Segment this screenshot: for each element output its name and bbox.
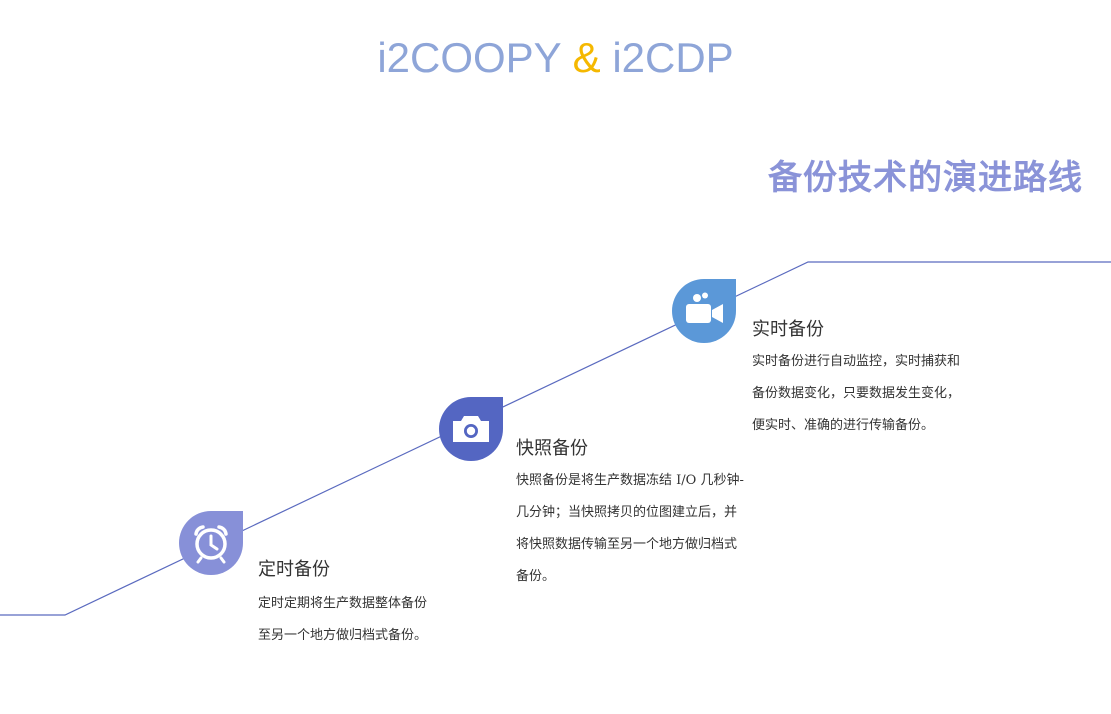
step2-description: 快照备份是将生产数据冻结 I/O 几秒钟- 几分钟；当快照拷贝的位图建立后，并 … xyxy=(516,465,744,593)
brand-name-part1: i2COOPY xyxy=(377,34,561,81)
timeline-path xyxy=(0,261,1111,616)
step3-desc-line: 便实时、准确的进行传输备份。 xyxy=(752,418,935,433)
step2-title: 快照备份 xyxy=(516,438,588,459)
brand-name-part2: i2CDP xyxy=(612,34,734,81)
step1-icon-badge xyxy=(179,511,243,575)
step3-desc-line: 备份数据变化，只要数据发生变化， xyxy=(752,386,961,401)
step3-desc-line: 实时备份进行自动监控，实时捕获和 xyxy=(752,354,961,369)
video-camera-icon xyxy=(672,279,736,343)
section-heading: 备份技术的演进路线 xyxy=(768,158,1083,198)
step3-description: 实时备份进行自动监控，实时捕获和 备份数据变化，只要数据发生变化， 便实时、准确… xyxy=(752,346,960,442)
step2-desc-line: 备份。 xyxy=(516,569,556,584)
brand-title: i2COOPY & i2CDP xyxy=(0,34,1111,82)
step1-desc-line: 定时定期将生产数据整体备份 xyxy=(258,596,428,611)
step1-title: 定时备份 xyxy=(258,559,330,580)
step3-title: 实时备份 xyxy=(752,319,824,340)
step3-icon-badge xyxy=(672,279,736,343)
step1-desc-line: 至另一个地方做归档式备份。 xyxy=(258,628,428,643)
step2-desc-line: 快照备份是将生产数据冻结 I/O 几秒钟- xyxy=(516,473,744,488)
step2-desc-line: 几分钟；当快照拷贝的位图建立后，并 xyxy=(516,505,738,520)
brand-ampersand: & xyxy=(572,34,601,81)
alarm-clock-icon xyxy=(179,511,243,575)
step2-icon-badge xyxy=(439,397,503,461)
camera-icon xyxy=(439,397,503,461)
step1-description: 定时定期将生产数据整体备份 至另一个地方做归档式备份。 xyxy=(258,588,427,652)
step2-desc-line: 将快照数据传输至另一个地方做归档式 xyxy=(516,537,738,552)
